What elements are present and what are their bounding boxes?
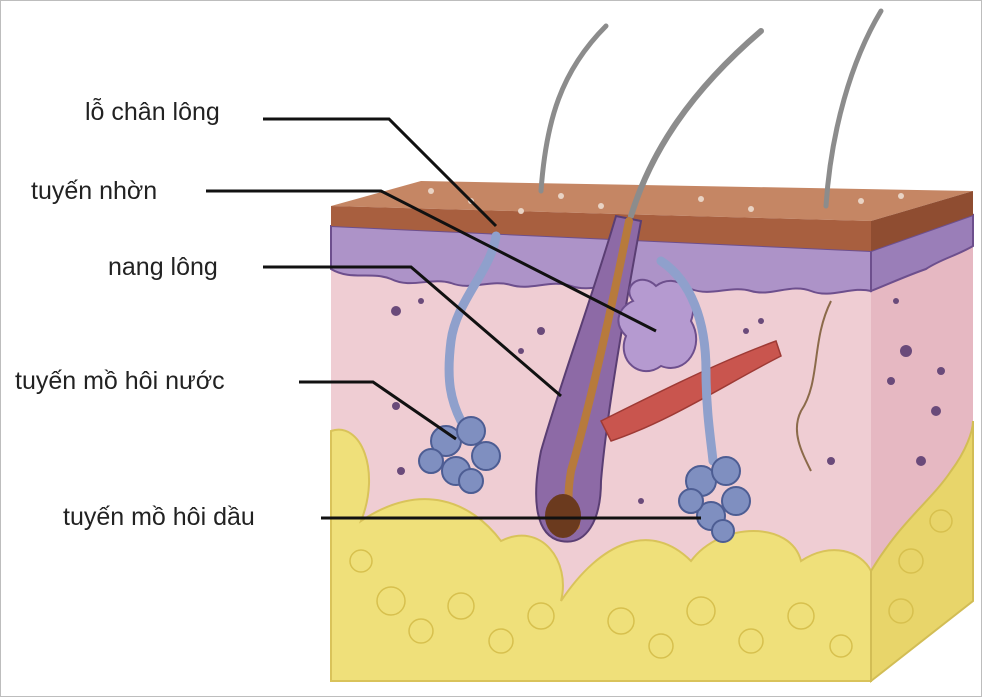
label-pore: lỗ chân lông — [85, 98, 220, 126]
label-eccrine-sweat-gland: tuyến mồ hôi nước — [15, 367, 225, 395]
label-hair-follicle: nang lông — [108, 253, 218, 281]
hair-strand-right — [826, 11, 881, 206]
hair-strand-left — [541, 26, 606, 191]
hair-bulb — [545, 494, 581, 538]
label-sebaceous-gland: tuyến nhờn — [31, 177, 157, 205]
label-apocrine-sweat-gland: tuyến mồ hôi dầu — [63, 503, 255, 531]
